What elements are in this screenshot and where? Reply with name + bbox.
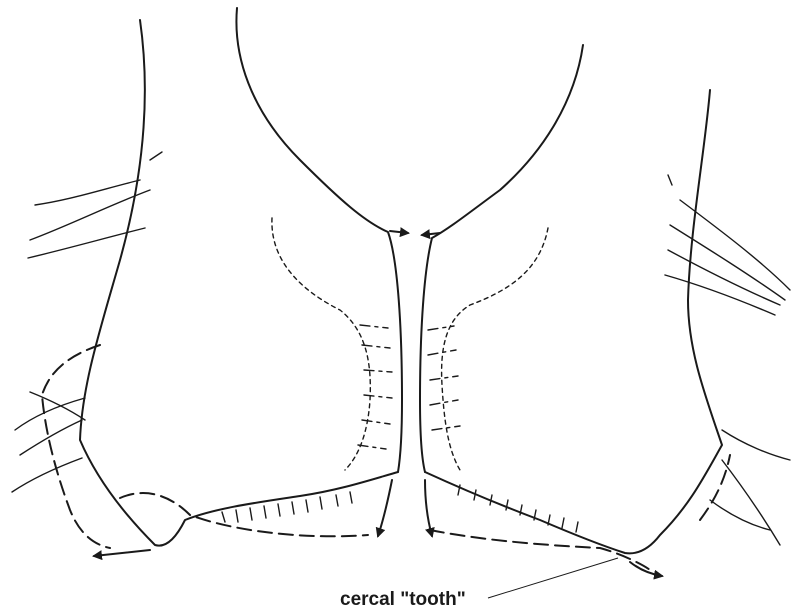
cercal-tooth-label: cercal "tooth": [340, 589, 466, 610]
right-bristles: [458, 485, 578, 532]
left-cercus-outline: [80, 20, 398, 546]
arrow-right-cercus-downward: [425, 480, 432, 536]
arrow-left-cercus-downward: [378, 480, 392, 536]
left-lobe-dashed-boundary: [42, 345, 368, 548]
right-cercus-outline: [425, 90, 722, 553]
central-plate-outline: [236, 8, 583, 472]
cercal-tooth-leader-line: [488, 558, 618, 598]
right-inner-dotted-contour: [442, 228, 548, 470]
arrow-left-outward: [94, 550, 150, 556]
left-bristles: [222, 492, 352, 522]
right-external-lines: [665, 175, 790, 545]
left-inner-dotted-contour: [272, 218, 370, 470]
left-external-lines: [12, 152, 162, 492]
right-lobe-dashed-boundary: [430, 455, 730, 570]
arrow-right-outward: [630, 562, 662, 576]
arrow-pointing-right-top: [390, 231, 408, 233]
